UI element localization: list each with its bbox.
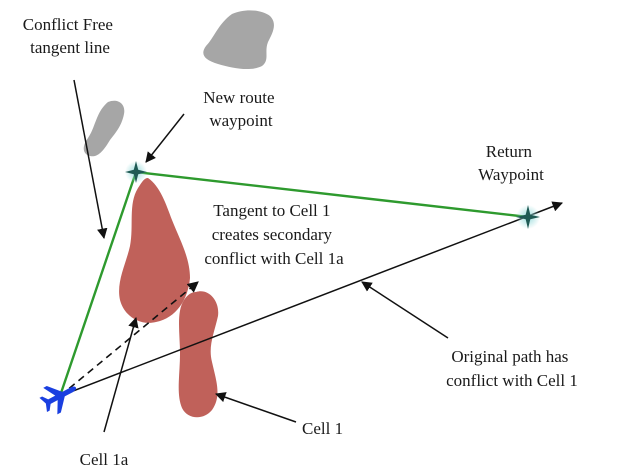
tangent-to-cell-1-dashed-line bbox=[59, 281, 199, 397]
cell-1a-arrow bbox=[103, 316, 139, 433]
new-route-waypoint-label: New route waypoint bbox=[203, 88, 279, 130]
cell-1-arrow bbox=[215, 392, 297, 423]
cell-1a-label: Cell 1a bbox=[80, 450, 129, 469]
cell-1-label: Cell 1 bbox=[302, 419, 343, 438]
original-path-conflict-label: Original path has conflict with Cell 1 bbox=[446, 347, 578, 390]
distant-weather-cell-top bbox=[203, 10, 274, 70]
distant-weather-cell-left bbox=[83, 100, 125, 157]
conflict-free-tangent-label: Conflict Free tangent line bbox=[23, 15, 117, 57]
new-route-waypoint-marker bbox=[125, 161, 147, 183]
original-path-line bbox=[59, 201, 563, 397]
return-waypoint-marker bbox=[516, 205, 540, 229]
original-path-arrow bbox=[361, 281, 449, 339]
tangent-secondary-conflict-label: Tangent to Cell 1 creates secondary conf… bbox=[204, 201, 344, 268]
airplane-icon bbox=[39, 386, 77, 415]
weather-cell-1 bbox=[178, 291, 219, 418]
conflict-free-tangent-arrow bbox=[73, 79, 108, 240]
return-waypoint-label: Return Waypoint bbox=[478, 142, 544, 184]
new-route-waypoint-arrow bbox=[145, 113, 185, 163]
weather-cell-1a bbox=[119, 178, 190, 323]
